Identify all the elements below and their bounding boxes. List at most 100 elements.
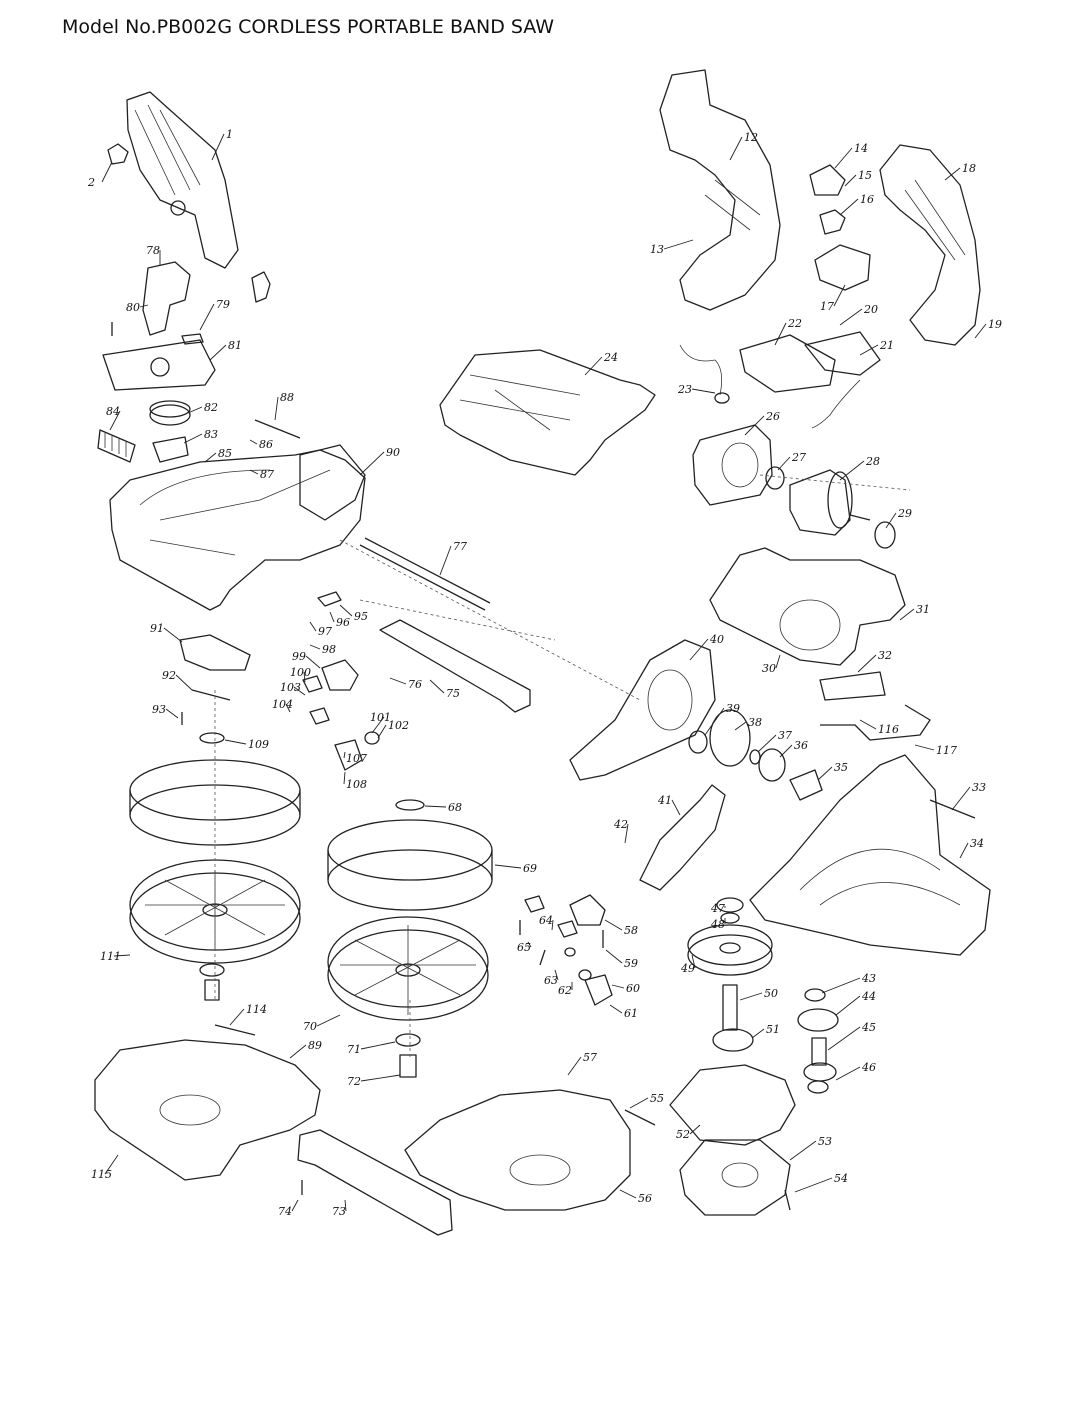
- leader-line-116: [859, 719, 877, 730]
- callout-label-14: 14: [854, 142, 868, 155]
- callout-label-101: 101: [370, 711, 391, 724]
- leader-line-109: [224, 739, 247, 745]
- callout-label-89: 89: [308, 1039, 322, 1052]
- leader-line-74: [291, 1199, 299, 1212]
- callout-label-47: 47: [710, 902, 725, 915]
- leader-line-45: [827, 1026, 861, 1051]
- leader-line-23: [691, 388, 716, 394]
- callout-label-15: 15: [858, 169, 872, 182]
- leader-line-24: [584, 356, 603, 376]
- diagram-title: Model No.PB002G CORDLESS PORTABLE BAND S…: [62, 16, 555, 38]
- part-wheel-cover-left: [94, 1039, 321, 1181]
- leader-line-72: [360, 1074, 401, 1082]
- leader-line-99: [305, 655, 321, 669]
- callout-label-62: 62: [558, 984, 572, 997]
- leader-line-100: [303, 671, 306, 683]
- callout-label-55: 55: [650, 1092, 664, 1105]
- leader-line-95: [339, 604, 353, 617]
- leader-line-102: [377, 724, 387, 739]
- leader-line-101: [371, 716, 385, 734]
- leader-line-44: [835, 995, 861, 1016]
- leader-line-57: [567, 1056, 582, 1076]
- leader-line-32: [857, 654, 877, 673]
- callout-label-61: 61: [624, 1007, 638, 1020]
- leader-line-86: [249, 439, 258, 445]
- leader-line-39: [704, 707, 725, 736]
- leader-line-108: [343, 771, 346, 785]
- callout-label-16: 16: [860, 193, 874, 206]
- leader-line-19: [974, 323, 987, 339]
- callout-label-104: 104: [272, 698, 293, 711]
- callout-label-84: 84: [106, 405, 120, 418]
- leader-line-115: [104, 1154, 119, 1175]
- part-blade-guide-arm: [569, 639, 716, 781]
- callout-label-83: 83: [204, 428, 218, 441]
- callout-label-12: 12: [744, 131, 758, 144]
- callout-label-107: 107: [346, 752, 367, 765]
- leader-line-40: [689, 638, 709, 661]
- callout-label-56: 56: [638, 1192, 652, 1205]
- callout-label-28: 28: [865, 455, 880, 468]
- leader-line-75: [429, 679, 445, 694]
- callout-label-85: 85: [218, 447, 232, 460]
- leader-line-20: [839, 308, 863, 326]
- callout-label-73: 73: [332, 1205, 346, 1218]
- callout-label-96: 96: [336, 616, 350, 629]
- leader-line-29: [885, 512, 897, 529]
- leader-line-21: [859, 344, 879, 356]
- part-blade-guard-rear: [749, 754, 991, 956]
- callout-label-42: 42: [613, 818, 628, 831]
- callout-label-2: 2: [87, 176, 95, 189]
- callout-label-18: 18: [962, 162, 976, 175]
- callout-label-72: 72: [347, 1075, 361, 1088]
- callout-label-102: 102: [388, 719, 409, 732]
- callout-label-59: 59: [624, 957, 638, 970]
- callout-label-31: 31: [916, 603, 930, 616]
- callout-label-87: 87: [260, 468, 274, 481]
- callout-label-41: 41: [657, 794, 672, 807]
- callout-label-114: 114: [246, 1003, 267, 1016]
- callout-label-99: 99: [292, 650, 306, 663]
- callout-label-13: 13: [650, 243, 664, 256]
- callout-label-49: 49: [680, 962, 695, 975]
- callout-label-52: 52: [676, 1128, 690, 1141]
- callout-label-81: 81: [228, 339, 242, 352]
- callout-label-54: 54: [834, 1172, 848, 1185]
- callout-label-24: 24: [603, 351, 618, 364]
- leader-line-22: [774, 322, 787, 346]
- callout-label-50: 50: [764, 987, 778, 1000]
- callout-label-111: 111: [100, 950, 121, 963]
- leader-line-76: [389, 677, 407, 685]
- leader-line-2: [101, 161, 113, 183]
- part-gear-large: [687, 924, 773, 966]
- callout-label-108: 108: [346, 778, 367, 791]
- callout-label-82: 82: [204, 401, 218, 414]
- callout-label-100: 100: [290, 666, 311, 679]
- leader-line-111: [113, 954, 131, 957]
- callout-label-51: 51: [766, 1023, 780, 1036]
- leader-line-50: [739, 992, 763, 1001]
- callout-label-21: 21: [879, 339, 894, 352]
- callout-label-116: 116: [878, 723, 899, 736]
- leader-line-83: [183, 433, 203, 444]
- leader-line-38: [734, 721, 747, 731]
- leader-line-59: [605, 949, 623, 964]
- leader-line-82: [187, 406, 203, 414]
- callout-label-40: 40: [709, 633, 724, 646]
- callout-label-23: 23: [677, 383, 692, 396]
- leader-line-52: [689, 1124, 701, 1135]
- leader-line-97: [309, 621, 317, 632]
- callout-label-97: 97: [318, 625, 332, 638]
- part-gasket: [669, 1064, 796, 1146]
- leader-line-27: [777, 456, 791, 471]
- leader-line-18: [944, 167, 961, 181]
- callout-label-20: 20: [863, 303, 878, 316]
- leader-line-87: [249, 469, 259, 475]
- leader-line-54: [794, 1177, 833, 1193]
- leader-line-12: [729, 136, 743, 161]
- leader-line-60: [611, 984, 625, 989]
- callout-label-76: 76: [408, 678, 422, 691]
- callout-label-22: 22: [787, 317, 802, 330]
- leader-line-73: [344, 1199, 347, 1212]
- callout-label-38: 38: [748, 716, 762, 729]
